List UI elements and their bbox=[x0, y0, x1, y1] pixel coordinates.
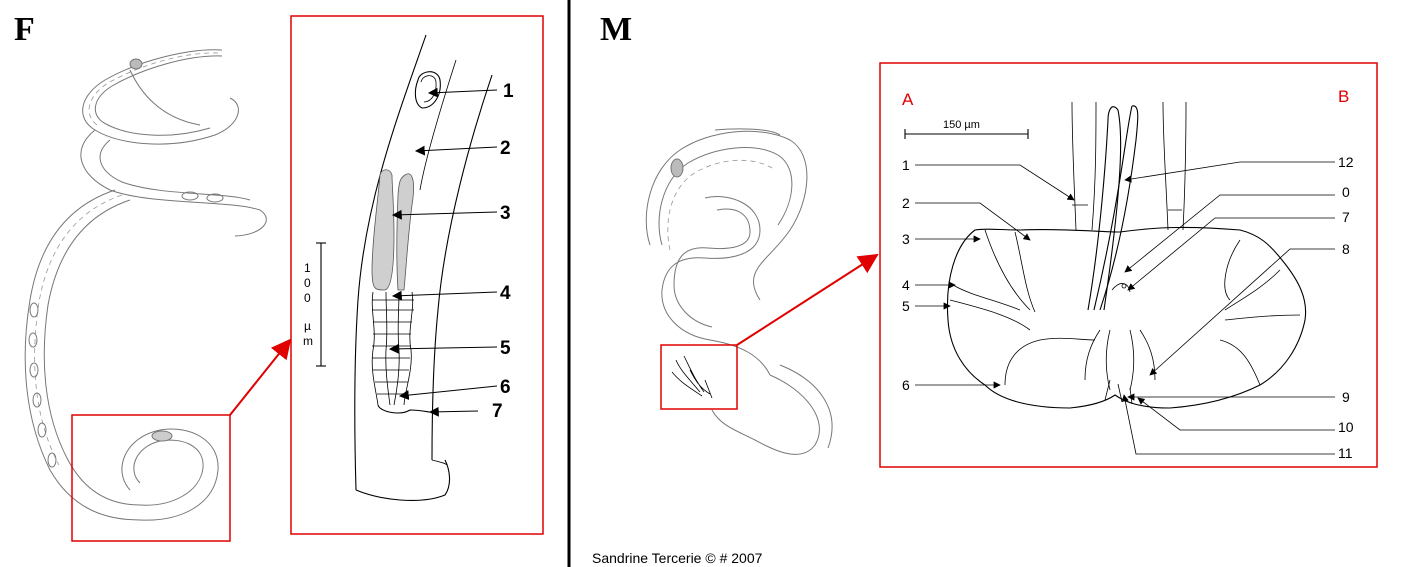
male-label-left-1: 1 bbox=[902, 157, 910, 173]
panel-letter-female: F bbox=[14, 11, 35, 48]
male-bursa-detail bbox=[946, 101, 1307, 409]
male-label-right-9: 9 bbox=[1342, 389, 1350, 405]
female-label-4: 4 bbox=[500, 283, 511, 304]
male-label-left-3: 3 bbox=[902, 231, 910, 247]
male-spicule-thumbnail bbox=[671, 355, 713, 399]
female-label-3: 3 bbox=[500, 203, 511, 224]
female-scale-char-2: 0 bbox=[304, 276, 311, 290]
male-label-right-0: 0 bbox=[1342, 184, 1350, 200]
female-worm-illustration bbox=[24, 49, 267, 521]
male-worm-illustration bbox=[645, 128, 833, 455]
male-leader-lines-right bbox=[1121, 161, 1335, 455]
male-label-right-12: 12 bbox=[1338, 154, 1354, 170]
female-reproductive-detail bbox=[354, 34, 493, 501]
male-zoom-region bbox=[660, 344, 738, 410]
male-label-left-4: 4 bbox=[902, 277, 910, 293]
female-label-2: 2 bbox=[500, 138, 511, 159]
female-leader-arrows bbox=[388, 87, 498, 417]
female-detail-frame bbox=[290, 15, 544, 535]
female-scale-char-4: µ bbox=[304, 319, 311, 333]
male-side-b: B bbox=[1338, 87, 1349, 106]
credit-line: Sandrine Tercerie © # 2007 bbox=[592, 550, 763, 566]
male-label-left-5: 5 bbox=[902, 298, 910, 314]
male-label-left-2: 2 bbox=[902, 195, 910, 211]
female-scale-char-1: 1 bbox=[304, 261, 311, 275]
female-scale-char-5: m bbox=[303, 334, 313, 348]
female-label-7: 7 bbox=[492, 401, 503, 422]
female-label-1: 1 bbox=[503, 81, 514, 102]
male-label-left-6: 6 bbox=[902, 377, 910, 393]
male-scale-bar bbox=[904, 129, 1029, 139]
male-label-right-7: 7 bbox=[1342, 209, 1350, 225]
male-scale-label: 150 µm bbox=[943, 119, 980, 131]
female-scale-char-3: 0 bbox=[304, 291, 311, 305]
female-label-5: 5 bbox=[500, 338, 511, 359]
male-zoom-arrow bbox=[736, 253, 879, 346]
panel-letter-male: M bbox=[600, 11, 632, 48]
male-label-right-10: 10 bbox=[1338, 419, 1354, 435]
female-scale-bar bbox=[316, 242, 326, 367]
female-label-6: 6 bbox=[500, 377, 511, 398]
male-side-a: A bbox=[902, 90, 914, 109]
male-detail-frame bbox=[879, 62, 1378, 468]
male-label-right-11: 11 bbox=[1338, 445, 1353, 461]
male-label-right-8: 8 bbox=[1342, 241, 1350, 257]
female-zoom-arrow bbox=[229, 338, 292, 416]
female-zoom-region bbox=[71, 414, 231, 542]
male-leader-lines-left bbox=[915, 164, 1075, 389]
